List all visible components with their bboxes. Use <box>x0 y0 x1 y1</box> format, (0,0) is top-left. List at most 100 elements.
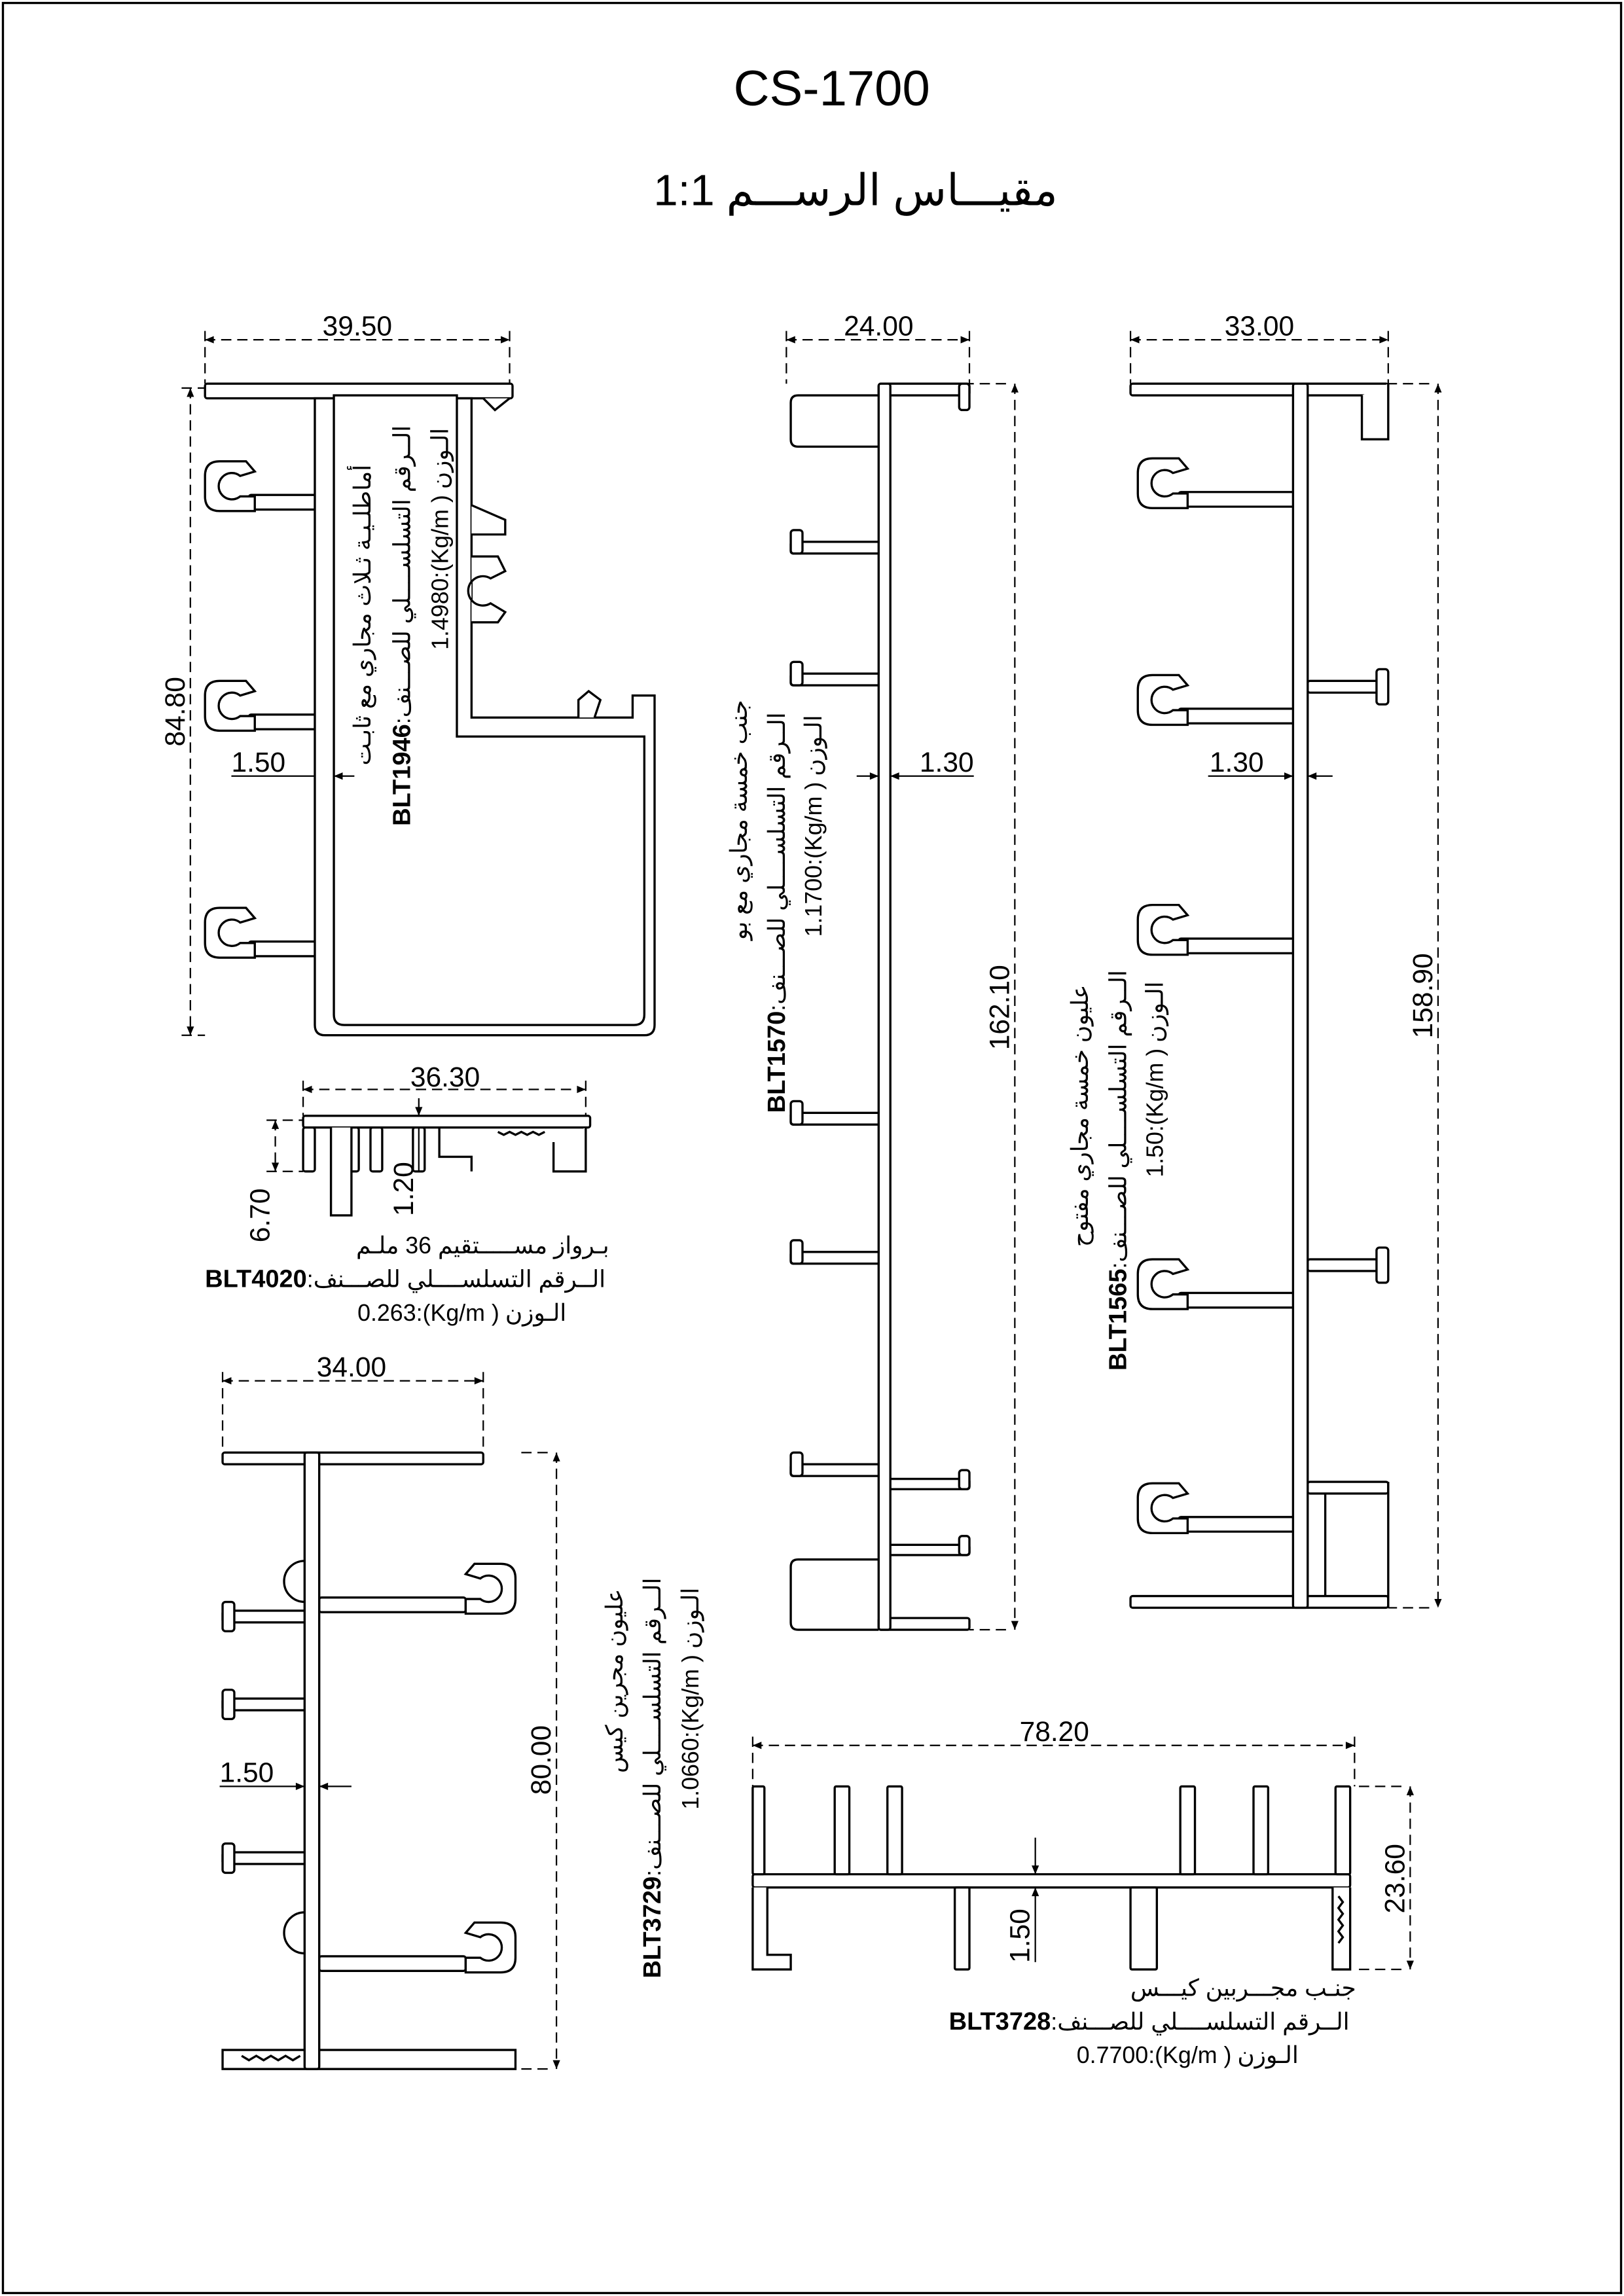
separator: : <box>1105 1262 1131 1268</box>
profile-segment <box>751 1785 766 1876</box>
profile-segment <box>789 1111 883 1126</box>
serial-label: الــرقم التسلســــلي للصـــنف <box>1105 970 1132 1262</box>
dim-blt1570-thickness: 1.30 <box>920 747 974 778</box>
c-hook-groove <box>1136 1258 1190 1310</box>
profile-info-blt4020: بـرواز مســـــتقيم 36 ملـم الــرقم التسل… <box>205 1232 609 1327</box>
weight-value-line: 0.263:(Kg/m ) <box>357 1300 499 1326</box>
weight-unit: (Kg/m ) <box>1155 2042 1231 2068</box>
profile-info-blt1946: أماطلـيـة ثـلاث مجاري مع ثابـت الــرقم ا… <box>346 425 454 826</box>
serial-code: BLT4020: <box>205 1266 314 1293</box>
weight-label: الـوزن <box>427 428 454 489</box>
profile-segment <box>1129 1886 1159 1971</box>
dim-blt4020-height: 6.70 <box>245 1189 276 1243</box>
arrow-icon <box>1011 384 1019 393</box>
arrow-icon <box>205 336 214 344</box>
profile-segment <box>958 382 971 412</box>
profile-segment <box>438 1127 473 1172</box>
dim-blt1565-thickness: 1.30 <box>1210 747 1264 778</box>
dim-blt1946-width: 39.50 <box>323 311 392 342</box>
profile-segment <box>1129 382 1390 397</box>
weight-unit: (Kg/m ) <box>427 495 454 571</box>
profile-segment <box>302 1115 592 1129</box>
dim-blt3729-width: 34.00 <box>317 1352 386 1383</box>
arrow-icon <box>1032 1865 1039 1874</box>
arrow-icon <box>1307 772 1317 780</box>
profile-segment <box>953 1886 971 1971</box>
profile-segment <box>1375 668 1390 706</box>
profile-code: BLT4020 <box>205 1266 307 1293</box>
profile-segment <box>1291 382 1309 1609</box>
weight-value: 0.263 <box>357 1300 416 1326</box>
profile-segment <box>369 1126 384 1173</box>
dim-blt3728-height: 23.60 <box>1380 1844 1411 1913</box>
profile-segment <box>552 1127 587 1173</box>
profile-segment <box>221 1600 236 1632</box>
profile-segment <box>1178 708 1297 725</box>
serial-code: BLT1946: <box>388 717 416 826</box>
profile-segment <box>789 1558 879 1631</box>
arrow-icon <box>1032 1887 1039 1897</box>
profile-info-blt3728: جنـب مجـــربين كيـــس الــرقم التسلســــ… <box>949 1975 1356 2069</box>
profile-code: BLT1565 <box>1104 1268 1132 1371</box>
weight-label: الـوزن <box>1237 2042 1298 2069</box>
profile-segment <box>471 504 507 536</box>
profile-segment <box>329 1127 353 1217</box>
weight-label: الـوزن <box>801 715 827 776</box>
dimension-lines <box>181 331 1442 2070</box>
profile-segment <box>1337 1895 1344 1944</box>
separator: : <box>677 1731 704 1738</box>
profile-name: عليون خمسة مجاري مفتوح <box>1067 984 1094 1247</box>
profile-segment <box>789 1100 804 1126</box>
arrow-icon <box>223 1377 232 1385</box>
profile-shapes <box>204 382 1390 2070</box>
profile-segment <box>247 713 321 730</box>
arrow-icon <box>319 1782 329 1790</box>
profile-segment <box>789 1451 804 1477</box>
profile-segment <box>497 1130 545 1136</box>
profile-info-blt1565: عليون خمسة مجاري مفتوح الــرقم التسلســـ… <box>1067 970 1168 1371</box>
profile-segment <box>221 1842 236 1874</box>
weight-value-line: 1.4980:(Kg/m ) <box>427 495 454 650</box>
profile-segment <box>247 940 321 958</box>
arrow-icon <box>577 1085 586 1094</box>
profile-segment <box>302 1126 316 1173</box>
serial-label: الــرقم التسلســــلي للصـــنف <box>314 1266 605 1293</box>
weight-unit: (Kg/m ) <box>677 1655 704 1731</box>
profile-segment <box>886 1477 971 1490</box>
profile-segment <box>958 1469 971 1490</box>
c-hook-groove <box>204 906 257 959</box>
arrow-icon <box>1434 1599 1442 1608</box>
separator: : <box>801 859 827 865</box>
arrow-icon <box>271 1120 280 1129</box>
arrow-icon <box>1011 1621 1019 1630</box>
weight-value: 0.7700 <box>1077 2042 1148 2068</box>
profile-code: BLT1946 <box>388 724 416 826</box>
profile-segment <box>482 397 511 412</box>
profile-segment <box>877 382 971 397</box>
profile-segment <box>1324 1482 1390 1608</box>
arrow-icon <box>1130 336 1140 344</box>
arrow-icon <box>1345 1742 1355 1749</box>
arrow-icon <box>1284 772 1293 780</box>
serial-code: BLT3729: <box>639 1870 666 1979</box>
c-hook-groove <box>1136 1482 1190 1535</box>
c-hook-groove <box>204 679 257 732</box>
profile-segment <box>958 1535 971 1556</box>
dim-blt4020-width: 36.30 <box>410 1062 480 1093</box>
arrow-icon <box>415 1107 423 1116</box>
c-hook-groove <box>463 1921 517 1974</box>
dim-blt1946-height: 84.80 <box>160 677 191 746</box>
arrow-icon <box>552 1452 560 1462</box>
scale-value: 1:1 <box>653 166 714 215</box>
arrow-icon <box>474 1377 484 1385</box>
arrow-icon <box>1379 336 1388 344</box>
profile-segment <box>1129 1594 1390 1609</box>
profile-name: جنب خمسة مجاري مع بو <box>726 700 753 941</box>
profile-name: جنـب مجـــربين كيـــس <box>1130 1975 1356 2001</box>
separator: : <box>307 1266 314 1293</box>
profile-name: أماطلـيـة ثـلاث مجاري مع ثابـت <box>346 465 376 766</box>
profile-segment <box>1334 1785 1352 1876</box>
arrow-icon <box>271 1162 280 1172</box>
separator: : <box>1142 1125 1168 1132</box>
